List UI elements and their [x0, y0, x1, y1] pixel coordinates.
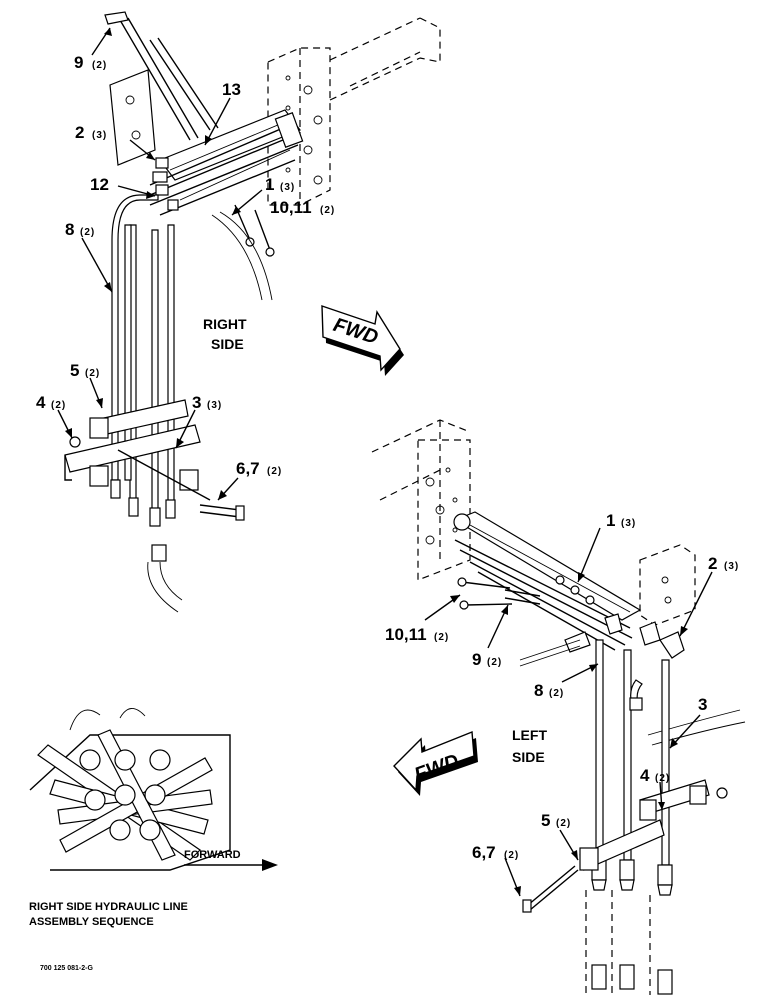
- right-callouts: 9 (2) 13 2 (3) 12 1 (3) 10,11 (2) 8 (2) …: [36, 27, 335, 501]
- lc-5: 5: [541, 811, 550, 830]
- rc-13: 13: [222, 80, 241, 99]
- right-mount-plate: [109, 69, 156, 166]
- left-manifold-bracket: [453, 511, 642, 621]
- right-frame-phantom: [267, 17, 441, 206]
- sequence-caption-2: ASSEMBLY SEQUENCE: [29, 916, 154, 928]
- lc-8-qty: (2): [549, 688, 564, 699]
- lc-4-qty: (2): [655, 773, 670, 784]
- rc-10-11: 10,11: [270, 198, 312, 217]
- rc-9-qty: (2): [92, 60, 107, 71]
- rc-1-qty: (3): [280, 182, 295, 193]
- rc-8-qty: (2): [80, 227, 95, 238]
- lc-1: 1: [606, 511, 615, 530]
- lc-6-7-qty: (2): [504, 850, 519, 861]
- rc-3: 3: [192, 393, 201, 412]
- lc-6-7: 6,7: [472, 843, 496, 862]
- left-callouts: 1 (3) 2 (3) 10,11 (2) 9 (2) 8 (2) 3 4 (2…: [385, 511, 739, 897]
- rc-8: 8: [65, 220, 74, 239]
- rc-6-7: 6,7: [236, 459, 260, 478]
- right-fwd-arrow: FWD: [321, 305, 404, 376]
- sequence-caption-1: RIGHT SIDE HYDRAULIC LINE: [29, 901, 188, 913]
- rc-4-qty: (2): [51, 400, 66, 411]
- rc-2: 2: [75, 123, 84, 142]
- left-fwd-arrow: FWD: [393, 730, 478, 796]
- rc-6-7-qty: (2): [267, 466, 282, 477]
- lc-4: 4: [640, 766, 650, 785]
- left-side-label-2: SIDE: [512, 749, 545, 765]
- left-side-view: [371, 419, 746, 995]
- lc-2-qty: (3): [724, 561, 739, 572]
- forward-label: FORWARD: [184, 849, 241, 861]
- rc-1: 1: [265, 175, 274, 194]
- lc-9: 9: [472, 650, 481, 669]
- rc-3-qty: (3): [207, 400, 222, 411]
- lc-2: 2: [708, 554, 717, 573]
- rc-2-qty: (3): [92, 130, 107, 141]
- right-side-view: [64, 11, 441, 613]
- lc-1-qty: (3): [621, 518, 636, 529]
- lc-9-qty: (2): [487, 657, 502, 668]
- right-side-label-1: RIGHT: [203, 316, 247, 332]
- sequence-inset: FORWARD RIGHT SIDE HYDRAULIC LINE ASSEMB…: [29, 708, 278, 928]
- left-side-label-1: LEFT: [512, 727, 547, 743]
- lc-8: 8: [534, 681, 543, 700]
- lc-5-qty: (2): [556, 818, 571, 829]
- drawing-number: 700 125 081-2-G: [40, 965, 93, 972]
- lc-3: 3: [698, 695, 707, 714]
- lc-10-11-qty: (2): [434, 632, 449, 643]
- rc-5-qty: (2): [85, 368, 100, 379]
- rc-10-11-qty: (2): [320, 205, 335, 216]
- rc-9: 9: [74, 53, 83, 72]
- rc-5: 5: [70, 361, 79, 380]
- rc-12: 12: [90, 175, 109, 194]
- lc-10-11: 10,11: [385, 625, 427, 644]
- right-clamp-lower: [64, 424, 201, 473]
- right-side-label-2: SIDE: [211, 336, 244, 352]
- left-frame-phantom: [371, 419, 471, 581]
- rc-4: 4: [36, 393, 46, 412]
